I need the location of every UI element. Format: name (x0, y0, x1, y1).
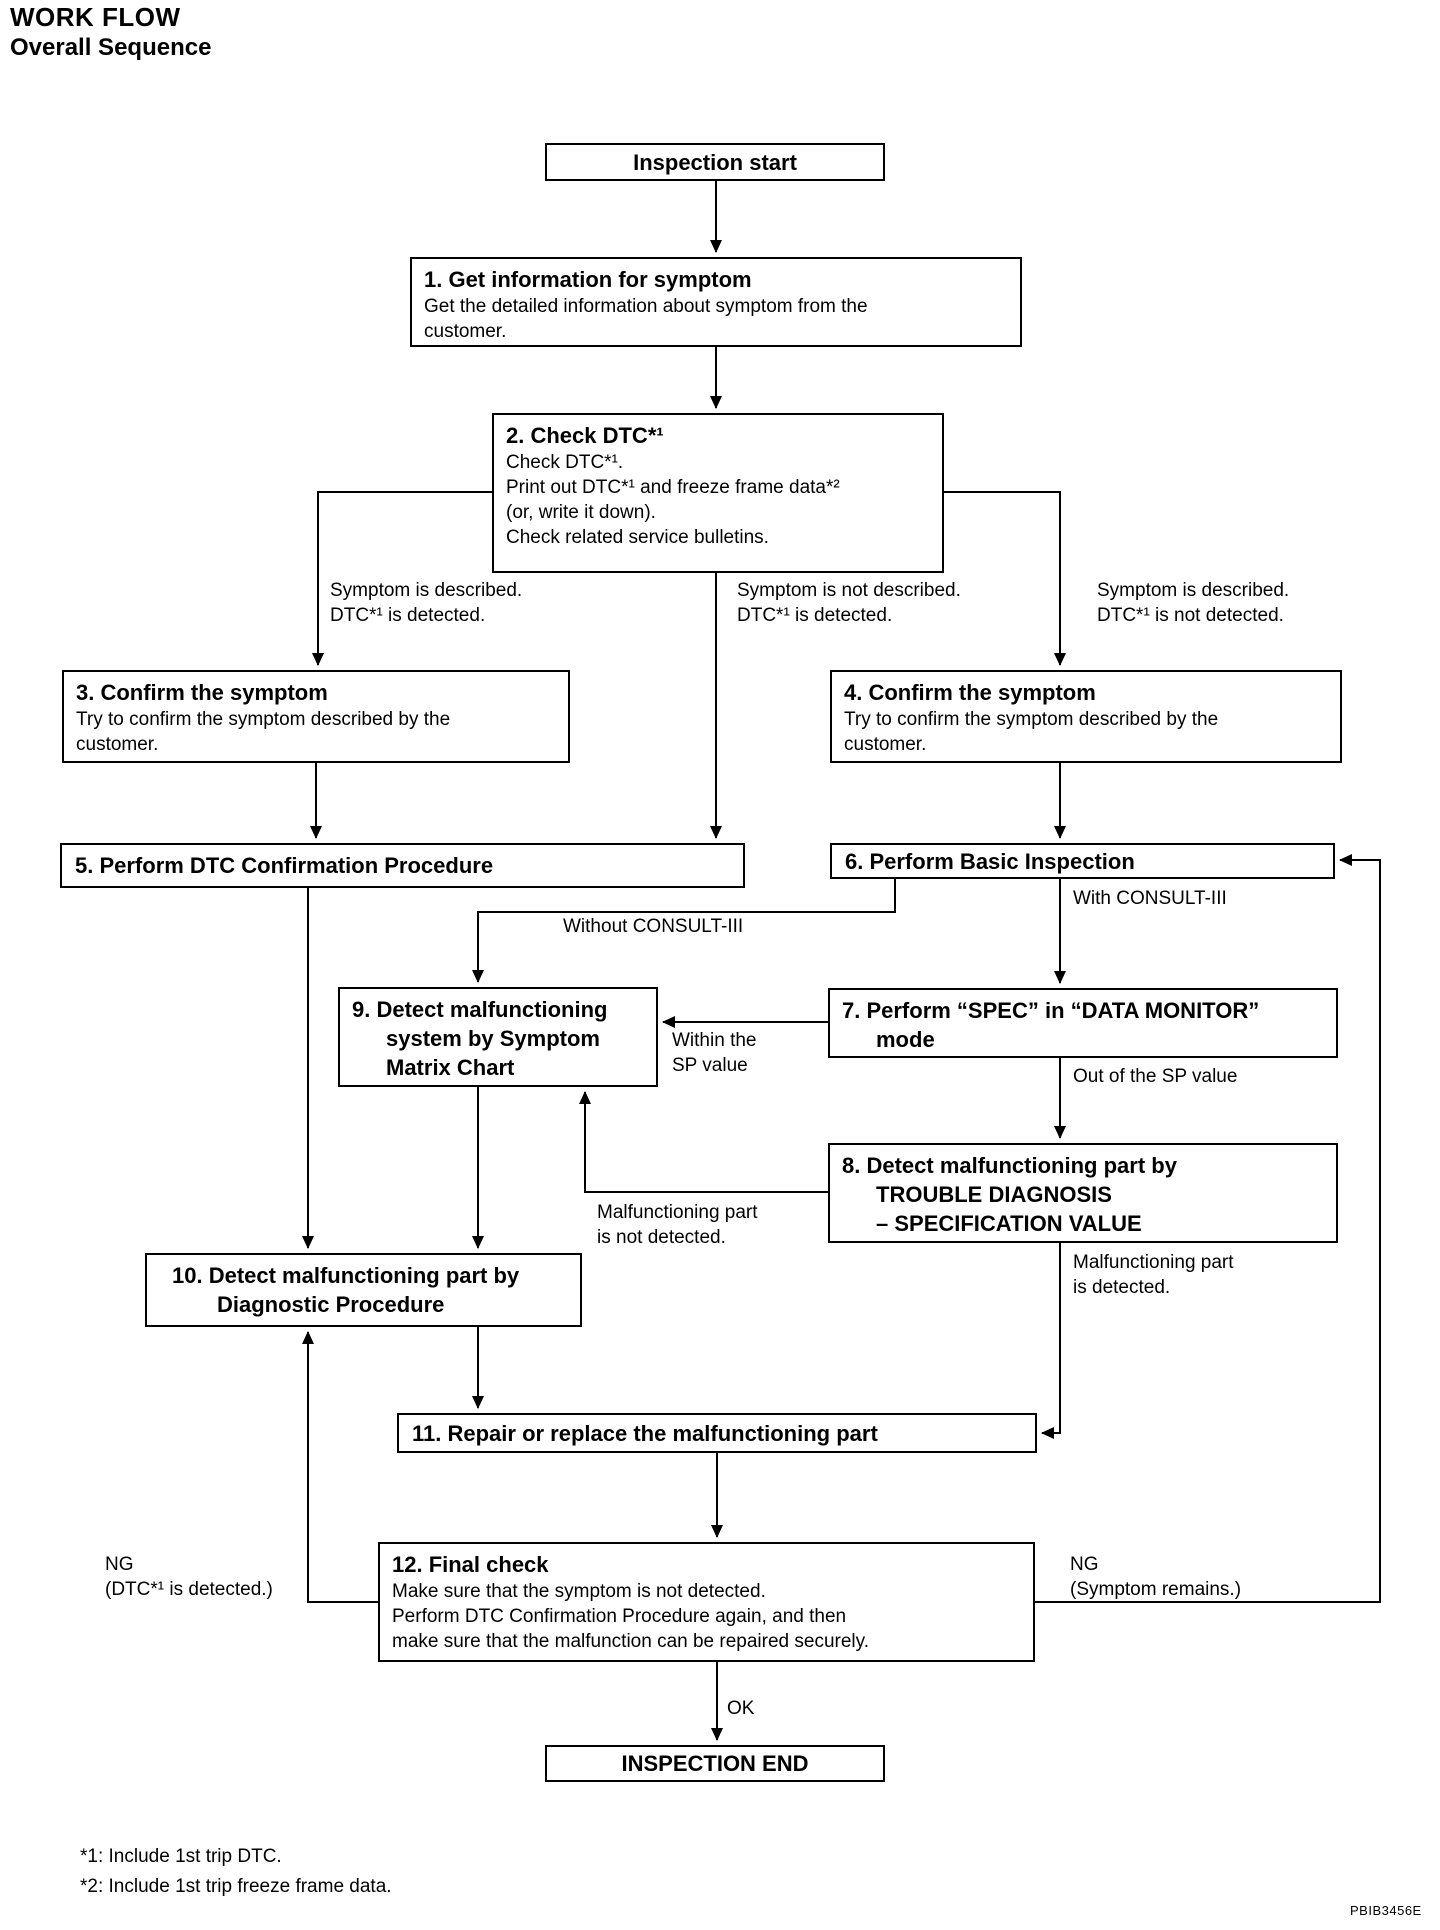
node-1-body-line: customer. (424, 321, 507, 342)
node-7-title-line: mode (876, 1027, 935, 1052)
node-4-confirm-symptom: 4. Confirm the symptom Try to confirm th… (830, 670, 1342, 763)
edge-label-part-not-detected: Malfunctioning part is not detected. (597, 1200, 758, 1250)
edge-label-symptom-described-dtc-detected: Symptom is described. DTC*¹ is detected. (330, 578, 522, 628)
node-3-body-line: Try to confirm the symptom described by … (76, 709, 451, 730)
node-6-basic-inspection: 6. Perform Basic Inspection (830, 843, 1335, 879)
node-1-title: 1. Get information for symptom (424, 267, 752, 292)
edge-label-symptom-not-described-dtc-detected: Symptom is not described. DTC*¹ is detec… (737, 578, 961, 628)
node-3-confirm-symptom: 3. Confirm the symptom Try to confirm th… (62, 670, 570, 763)
node-8-title-line: 8. Detect malfunctioning part by (842, 1153, 1177, 1178)
edge-2-to-3 (312, 491, 492, 666)
node-2-body-line: Print out DTC*¹ and freeze frame data*² (506, 477, 840, 498)
edge-label-out-of-sp-value: Out of the SP value (1073, 1066, 1238, 1087)
node-2-title: 2. Check DTC*¹ (506, 423, 664, 448)
node-12-title: 12. Final check (392, 1552, 549, 1577)
node-8-trouble-diagnosis: 8. Detect malfunctioning part by TROUBLE… (828, 1143, 1338, 1243)
node-11-repair-replace: 11. Repair or replace the malfunctioning… (397, 1413, 1037, 1453)
node-4-body-line: customer. (844, 734, 927, 755)
node-7-title-line: 7. Perform “SPEC” in “DATA MONITOR” (842, 998, 1260, 1023)
node-2-body-line: (or, write it down). (506, 502, 656, 523)
edge-label-line: is detected. (1073, 1277, 1171, 1298)
edge-label-ok: OK (727, 1698, 755, 1719)
edge-label-line: Symptom is described. (330, 580, 523, 601)
node-2-body-line: Check DTC*¹. (506, 452, 624, 473)
node-7-spec-data-monitor: 7. Perform “SPEC” in “DATA MONITOR” mode (828, 988, 1338, 1058)
footnote-1: *1: Include 1st trip DTC. (80, 1846, 282, 1867)
node-2-check-dtc: 2. Check DTC*¹ Check DTC*¹. Print out DT… (492, 413, 944, 573)
edge-label-within-sp-value: Within the SP value (672, 1028, 756, 1078)
edge-label-line: Within the (672, 1030, 757, 1051)
node-1-body-line: Get the detailed information about sympt… (424, 296, 868, 317)
edge-6-to-9-without-consult (472, 879, 896, 983)
edge-label-line: DTC*¹ is not detected. (1097, 605, 1284, 626)
document-code: PBIB3456E (1350, 1903, 1422, 1918)
edge-label-line: DTC*¹ is detected. (330, 605, 486, 626)
edge-label-ng-symptom-remains: NG (Symptom remains.) (1070, 1552, 1241, 1602)
node-12-body-line: make sure that the malfunction can be re… (392, 1631, 870, 1652)
node-2-body-line: Check related service bulletins. (506, 527, 769, 548)
edge-label-without-consult: Without CONSULT-III (563, 916, 744, 937)
page-title: WORK FLOW (10, 2, 181, 32)
node-9-title-line: Matrix Chart (386, 1055, 515, 1080)
footnote-2: *2: Include 1st trip freeze frame data. (80, 1876, 392, 1897)
edge-label-line: Malfunctioning part (1073, 1252, 1234, 1273)
edge-12-to-6-ng (1035, 854, 1381, 1603)
node-12-body-line: Perform DTC Confirmation Procedure again… (392, 1606, 847, 1627)
node-12-body-line: Make sure that the symptom is not detect… (392, 1581, 766, 1602)
node-3-title: 3. Confirm the symptom (76, 680, 328, 705)
edge-label-line: (DTC*¹ is detected.) (105, 1579, 273, 1600)
edge-label-line: Malfunctioning part (597, 1202, 758, 1223)
node-12-final-check: 12. Final check Make sure that the sympt… (378, 1542, 1035, 1662)
node-5-dtc-confirmation: 5. Perform DTC Confirmation Procedure (60, 843, 745, 888)
edge-label-symptom-described-dtc-not-detected: Symptom is described. DTC*¹ is not detec… (1097, 578, 1289, 628)
node-4-body-line: Try to confirm the symptom described by … (844, 709, 1219, 730)
node-10-title-line: Diagnostic Procedure (217, 1292, 445, 1317)
node-9-symptom-matrix: 9. Detect malfunctioning system by Sympt… (338, 987, 658, 1087)
edge-2-to-4 (944, 491, 1066, 666)
node-8-title-line: TROUBLE DIAGNOSIS (876, 1182, 1112, 1207)
node-inspection-end: INSPECTION END (545, 1745, 885, 1782)
node-8-title-line: – SPECIFICATION VALUE (876, 1211, 1142, 1236)
edge-label-line: NG (105, 1554, 134, 1575)
node-9-title-line: 9. Detect malfunctioning (352, 997, 608, 1022)
node-inspection-end-label: INSPECTION END (621, 1751, 809, 1776)
node-11-title: 11. Repair or replace the malfunctioning… (412, 1420, 878, 1446)
node-5-title: 5. Perform DTC Confirmation Procedure (75, 853, 494, 878)
edge-12-to-10-ng (302, 1331, 378, 1603)
node-3-body-line: customer. (76, 734, 159, 755)
page-subtitle: Overall Sequence (10, 34, 212, 61)
edge-8-to-9-not-detected (579, 1091, 828, 1193)
node-10-diagnostic-procedure: 10. Detect malfunctioning part by Diagno… (145, 1253, 582, 1327)
node-1-get-information: 1. Get information for symptom Get the d… (410, 257, 1022, 347)
edge-label-with-consult: With CONSULT-III (1073, 888, 1227, 909)
edge-label-ng-dtc-detected: NG (DTC*¹ is detected.) (105, 1552, 273, 1602)
edge-label-line: (Symptom remains.) (1070, 1579, 1242, 1600)
edge-label-line: is not detected. (597, 1227, 726, 1248)
node-4-title: 4. Confirm the symptom (844, 680, 1096, 705)
edge-label-line: SP value (672, 1055, 748, 1076)
edge-label-line: Symptom is not described. (737, 580, 961, 601)
node-9-title-line: system by Symptom (386, 1026, 600, 1051)
edge-label-line: DTC*¹ is detected. (737, 605, 893, 626)
node-inspection-start: Inspection start (545, 143, 885, 181)
node-inspection-start-label: Inspection start (633, 149, 797, 175)
edge-label-line: NG (1070, 1554, 1099, 1575)
node-6-title: 6. Perform Basic Inspection (845, 848, 1135, 874)
edge-label-part-detected: Malfunctioning part is detected. (1073, 1250, 1234, 1300)
node-10-title-line: 10. Detect malfunctioning part by (172, 1263, 520, 1288)
edge-label-line: Symptom is described. (1097, 580, 1290, 601)
edge-8-to-11-detected (1041, 1243, 1061, 1439)
